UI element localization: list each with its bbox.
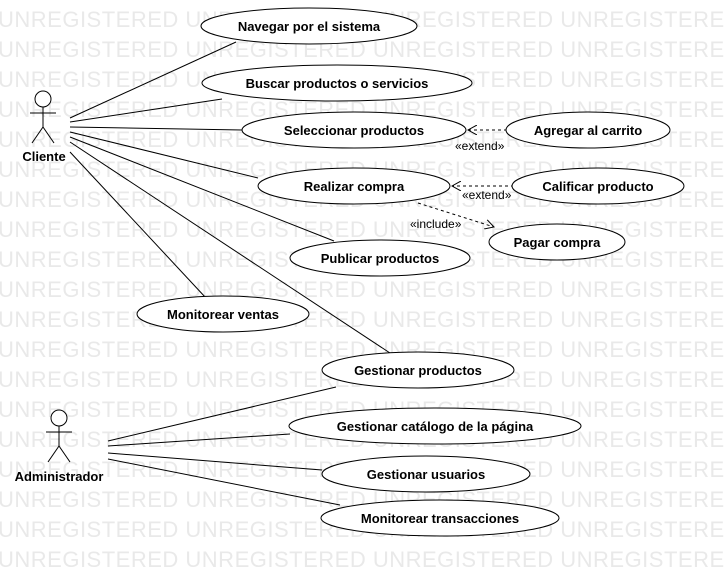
use-case-agregar-carrito[interactable]: Agregar al carrito bbox=[505, 111, 671, 149]
include-label-1: «include» bbox=[410, 217, 462, 231]
assoc-admin-monitorear-transacciones bbox=[107, 458, 341, 506]
use-case-pagar-compra[interactable]: Pagar compra bbox=[488, 223, 626, 261]
assoc-admin-gestionar-usuarios bbox=[107, 452, 323, 471]
use-case-monitorear-transacciones[interactable]: Monitorear transacciones bbox=[320, 499, 560, 537]
assoc-cliente-buscar bbox=[69, 98, 223, 123]
assoc-cliente-realizar bbox=[69, 131, 259, 179]
use-case-label: Monitorear transacciones bbox=[361, 511, 519, 526]
use-case-label: Gestionar productos bbox=[354, 363, 482, 378]
use-case-calificar-producto[interactable]: Calificar producto bbox=[511, 167, 685, 205]
extend-label-2: «extend» bbox=[462, 188, 512, 202]
dependencies: «extend» «extend» «include» bbox=[410, 130, 514, 231]
stick-figure-icon bbox=[46, 409, 72, 463]
assoc-cliente-gestionar-productos bbox=[69, 141, 391, 354]
use-case-publicar-productos[interactable]: Publicar productos bbox=[289, 239, 471, 277]
use-case-label: Calificar producto bbox=[542, 179, 653, 194]
use-case-gestionar-productos[interactable]: Gestionar productos bbox=[321, 351, 515, 389]
use-case-label: Buscar productos o servicios bbox=[246, 76, 429, 91]
assoc-cliente-navegar bbox=[69, 41, 237, 119]
use-case-label: Pagar compra bbox=[514, 235, 601, 250]
assoc-admin-gestionar-catalogo bbox=[107, 433, 291, 447]
use-case-gestionar-catalogo[interactable]: Gestionar catálogo de la página bbox=[288, 407, 582, 445]
use-case-label: Agregar al carrito bbox=[534, 123, 642, 138]
actor-name: Cliente bbox=[22, 149, 65, 164]
include-arrow-pagar bbox=[417, 202, 494, 227]
extend-label-1: «extend» bbox=[455, 139, 505, 153]
use-case-seleccionar[interactable]: Seleccionar productos bbox=[241, 111, 467, 149]
use-case-monitorear-ventas[interactable]: Monitorear ventas bbox=[136, 295, 310, 333]
use-case-label: Gestionar catálogo de la página bbox=[337, 419, 534, 434]
use-case-realizar-compra[interactable]: Realizar compra bbox=[257, 167, 451, 205]
assoc-cliente-publicar bbox=[69, 136, 335, 242]
use-case-buscar[interactable]: Buscar productos o servicios bbox=[201, 64, 473, 102]
use-case-label: Gestionar usuarios bbox=[367, 467, 485, 482]
actor-cliente[interactable]: Cliente bbox=[22, 90, 66, 164]
use-case-gestionar-usuarios[interactable]: Gestionar usuarios bbox=[321, 455, 531, 493]
use-case-label: Navegar por el sistema bbox=[238, 19, 381, 34]
stick-figure-icon bbox=[30, 90, 56, 144]
actor-name: Administrador bbox=[15, 469, 104, 484]
use-case-label: Publicar productos bbox=[321, 251, 439, 266]
use-case-label: Monitorear ventas bbox=[167, 307, 279, 322]
administrador-associations bbox=[107, 386, 341, 506]
assoc-cliente-monitorear bbox=[69, 151, 207, 299]
cliente-associations bbox=[69, 41, 391, 354]
assoc-cliente-seleccionar bbox=[69, 126, 243, 131]
use-case-label: Realizar compra bbox=[304, 179, 405, 194]
use-case-navegar[interactable]: Navegar por el sistema bbox=[200, 7, 418, 45]
actor-administrador[interactable]: Administrador bbox=[15, 409, 104, 484]
use-case-label: Seleccionar productos bbox=[284, 123, 424, 138]
assoc-admin-gestionar-productos bbox=[107, 386, 337, 442]
